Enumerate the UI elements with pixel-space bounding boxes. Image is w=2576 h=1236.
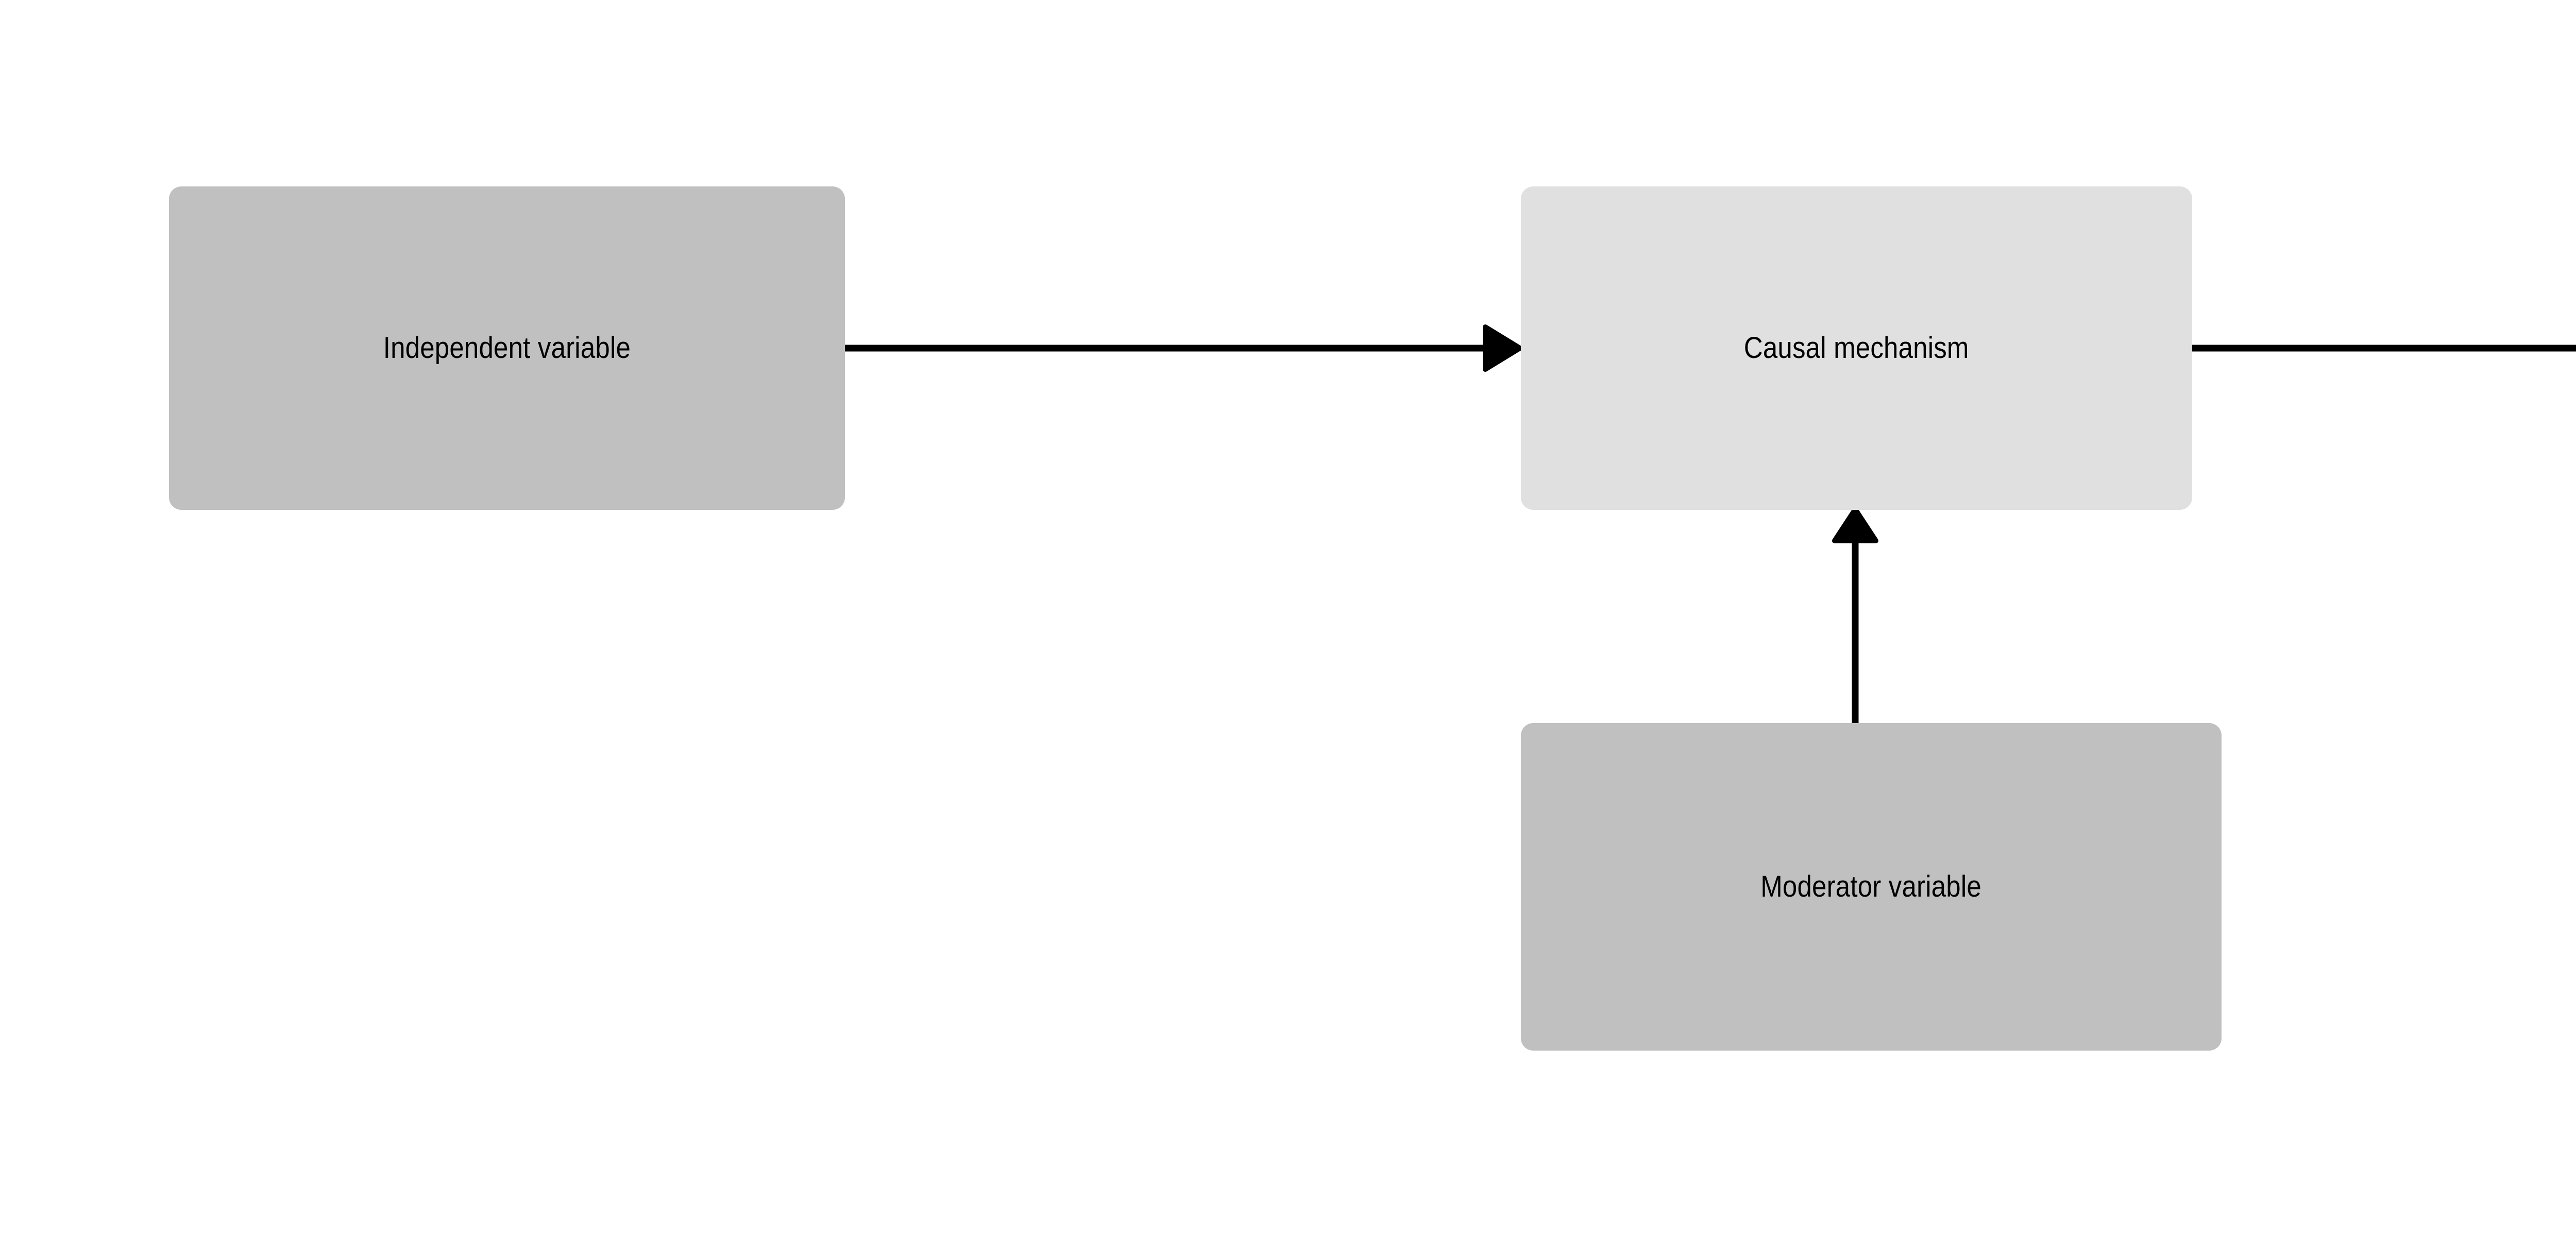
node-label-moderator-variable: Moderator variable xyxy=(1760,870,1982,903)
node-label-causal-mechanism: Causal mechanism xyxy=(1744,331,1969,365)
node-independent-variable[interactable]: Independent variable xyxy=(169,186,845,510)
edge-causal-to-dependent xyxy=(2189,345,2576,352)
edge-moderator-to-causal xyxy=(1832,507,1878,727)
node-causal-mechanism[interactable]: Causal mechanism xyxy=(1521,186,2192,510)
arrowhead-icon xyxy=(1832,507,1878,543)
edge-independent-to-causal xyxy=(841,324,1522,372)
arrowhead-icon xyxy=(1483,324,1522,372)
node-moderator-variable[interactable]: Moderator variable xyxy=(1521,723,2222,1051)
node-label-independent-variable: Independent variable xyxy=(383,331,631,365)
